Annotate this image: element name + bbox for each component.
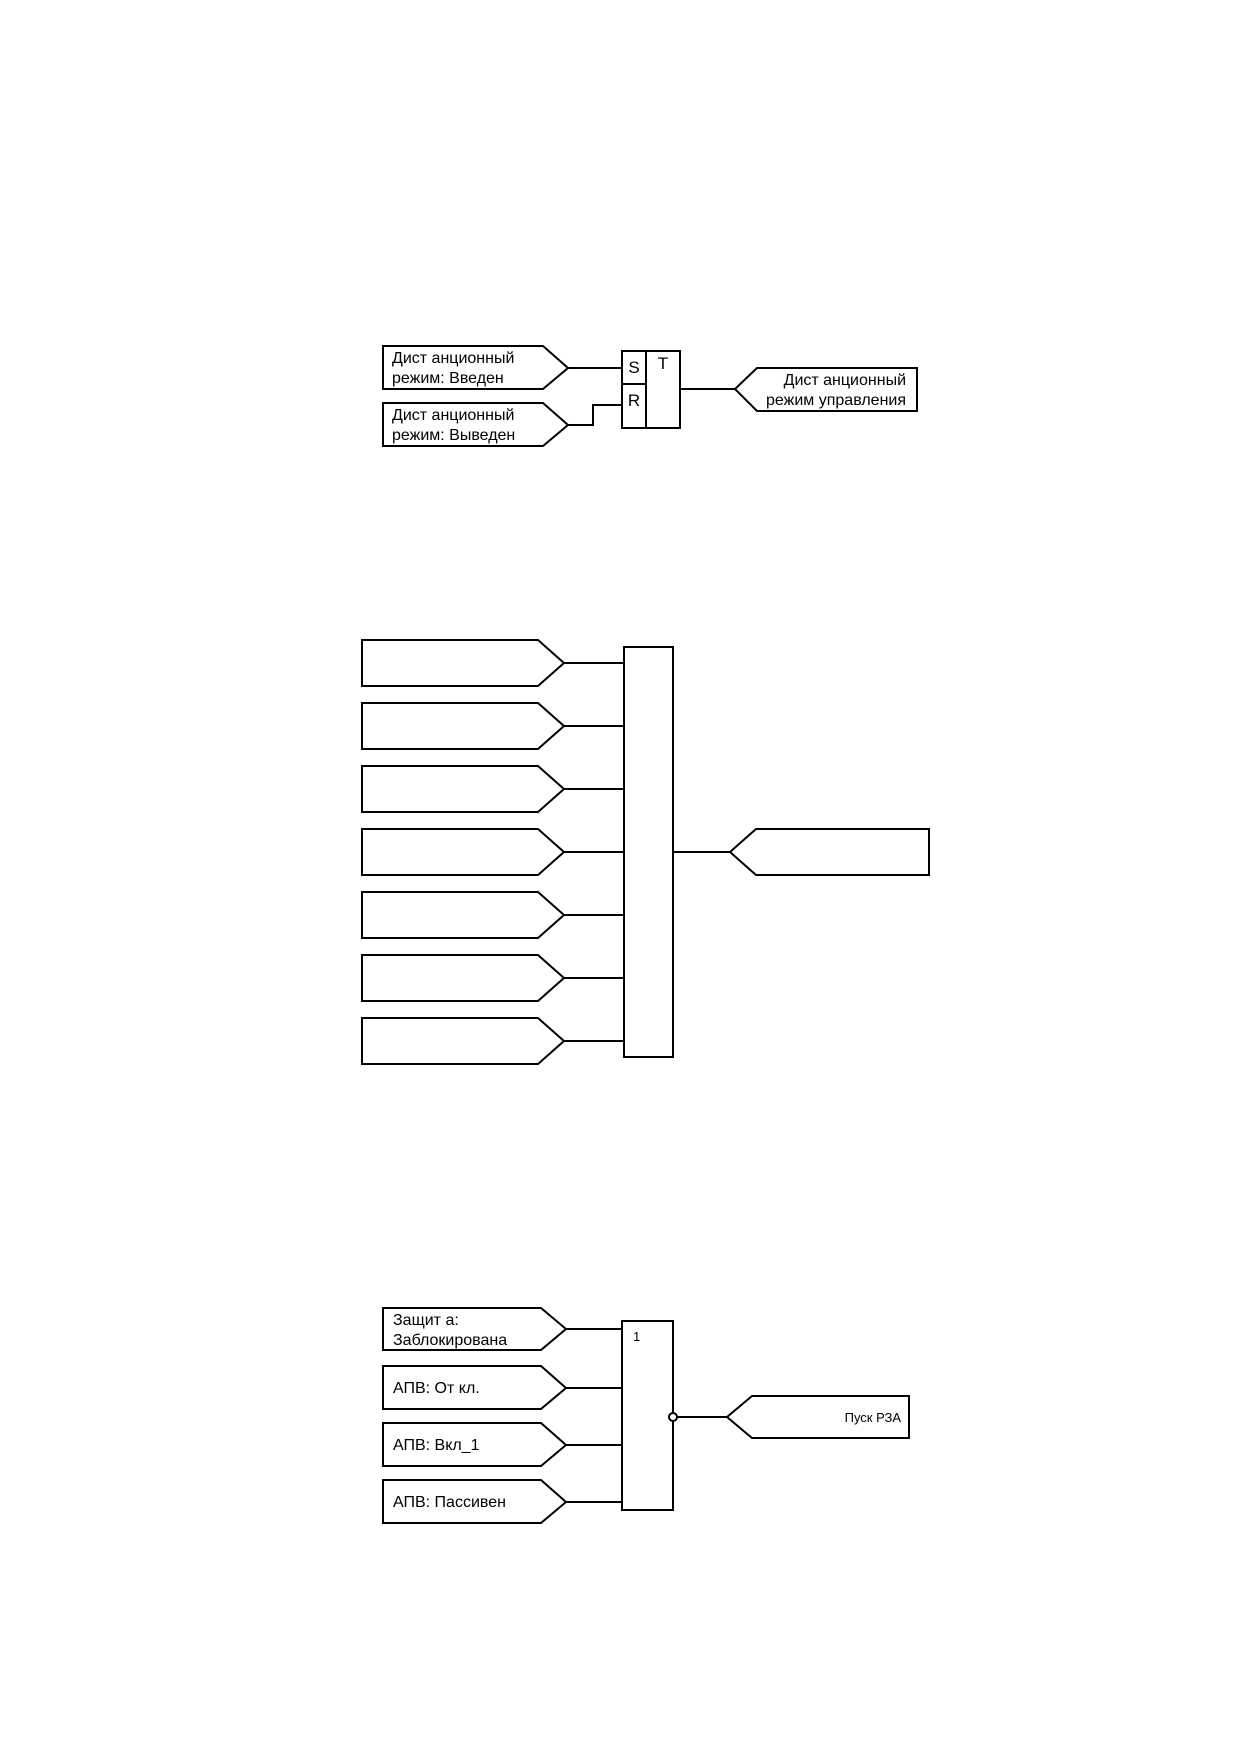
port-s: S xyxy=(628,358,639,377)
input-apv-passive-label: АПВ: Пассивен xyxy=(393,1494,506,1511)
input-block-2-4 xyxy=(361,828,566,876)
input-protection-blocked-line2: Заблокирована xyxy=(393,1332,507,1349)
input-protection-blocked-line1: Защит а: xyxy=(393,1312,459,1329)
output-rza-start xyxy=(725,1395,910,1439)
input-remote-on-line2: режим: Введен xyxy=(392,370,504,387)
output-rza-start-label: Пуск РЗА xyxy=(845,1410,902,1425)
input-apv-on1 xyxy=(382,1422,568,1467)
inversion-circle xyxy=(668,1412,678,1422)
input-block-2-5 xyxy=(361,891,566,939)
port-r: R xyxy=(628,391,640,410)
input-block-2-1 xyxy=(361,639,566,687)
input-block-2-7 xyxy=(361,1017,566,1065)
input-block-2-6 xyxy=(361,954,566,1002)
rs-trigger-diagram: Дист анционный режим: Введен Дист анцион… xyxy=(382,345,918,447)
wire-reset xyxy=(568,404,622,426)
output-remote-control-line1: Дист анционный xyxy=(784,372,906,389)
input-block-2-3 xyxy=(361,765,566,813)
gate-label-1: 1 xyxy=(633,1329,640,1344)
port-t: T xyxy=(658,354,668,373)
input-apv-on1-label: АПВ: Вкл_1 xyxy=(393,1437,480,1454)
output-remote-control-line2: режим управления xyxy=(766,392,906,409)
input-remote-on xyxy=(382,345,570,390)
or-gate-diagram: 1 Защит а: Заблокирована АПВ: От кл. АПВ… xyxy=(382,1307,910,1524)
input-remote-on-line1: Дист анционный xyxy=(392,350,514,367)
block-2 xyxy=(623,646,674,1058)
input-apv-passive xyxy=(382,1479,568,1524)
input-protection-blocked xyxy=(382,1307,568,1351)
or-gate-block xyxy=(621,1320,674,1511)
input-remote-off-line2: режим: Выведен xyxy=(392,427,515,444)
output-remote-control xyxy=(733,367,918,412)
input-remote-off xyxy=(382,402,570,447)
seven-input-diagram xyxy=(361,639,930,1065)
input-apv-off-label: АПВ: От кл. xyxy=(393,1380,480,1397)
input-block-2-2 xyxy=(361,702,566,750)
input-remote-off-line1: Дист анционный xyxy=(392,407,514,424)
output-block-2 xyxy=(728,828,930,876)
input-apv-off xyxy=(382,1365,568,1410)
